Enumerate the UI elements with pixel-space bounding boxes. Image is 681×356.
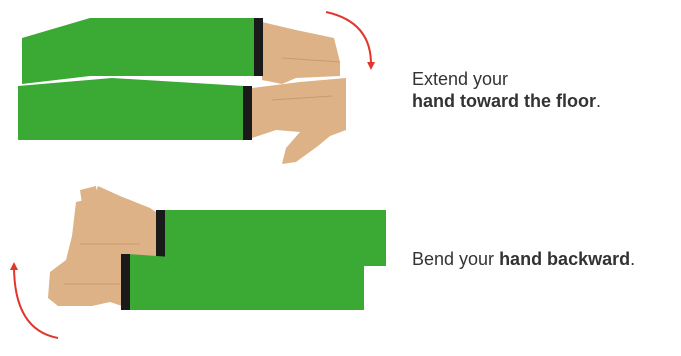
- upper-hand: [262, 22, 340, 84]
- upper-arm-sleeve: [22, 18, 255, 84]
- lower-arm-sleeve: [18, 78, 244, 140]
- step-1-caption-prefix: Extend your: [412, 68, 672, 90]
- lower-hand: [252, 78, 346, 164]
- lower-hand: [48, 256, 122, 306]
- step-1-caption-suffix: .: [596, 91, 601, 111]
- step-2-caption-prefix: Bend your: [412, 249, 499, 269]
- lower-cuff: [243, 86, 252, 140]
- step-1-caption: Extend your hand toward the floor.: [412, 68, 672, 112]
- step-1-figure: [18, 12, 371, 164]
- step-1-caption-bold: hand toward the floor: [412, 91, 596, 111]
- upper-arm-sleeve: [162, 210, 386, 266]
- step-2-caption: Bend your hand backward.: [412, 248, 672, 270]
- step-2-caption-suffix: .: [630, 249, 635, 269]
- upper-hand-thumb: [80, 186, 98, 204]
- lower-cuff: [121, 254, 130, 310]
- upper-hand: [66, 186, 156, 266]
- step-2-caption-bold: hand backward: [499, 249, 630, 269]
- upper-cuff: [254, 18, 263, 76]
- step-2-figure: [14, 186, 386, 338]
